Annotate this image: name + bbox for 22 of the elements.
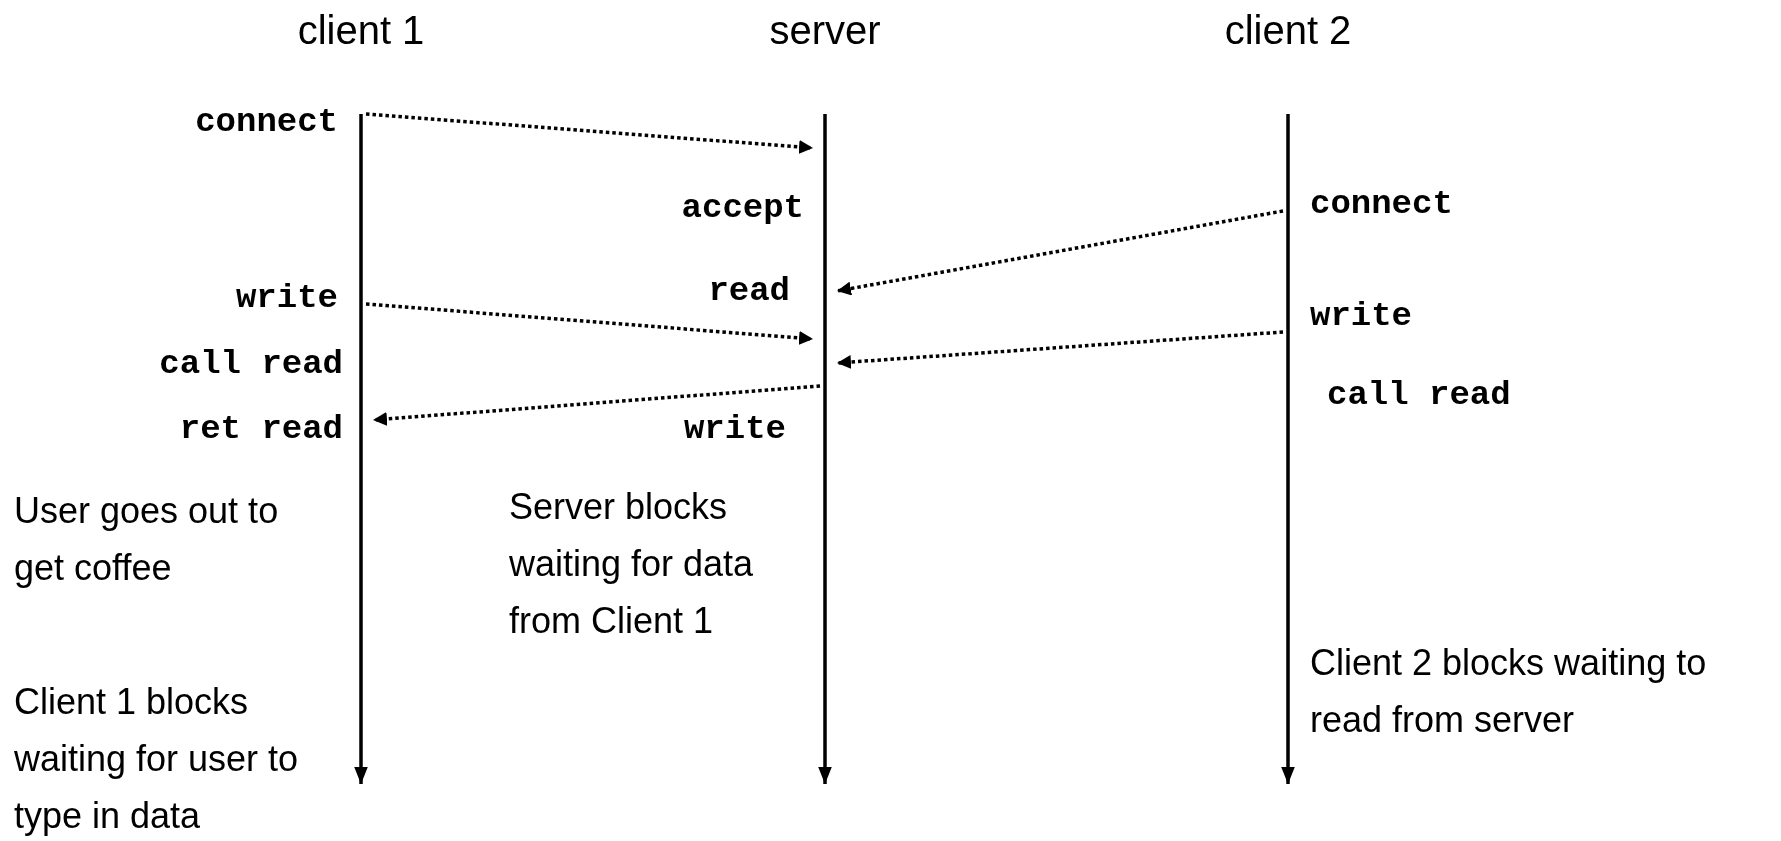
lifeline-label: client 1	[296, 8, 426, 53]
event-label: accept	[681, 188, 804, 228]
event-label: connect	[195, 102, 338, 142]
message-arrow	[836, 209, 1284, 296]
event-label: connect	[1310, 184, 1453, 224]
event-label: write	[235, 278, 338, 318]
note-text: Client 2 blocks waiting to read from server	[1310, 641, 1708, 742]
event-label: ret read	[179, 409, 343, 449]
message-arrow	[365, 112, 814, 154]
lifeline-label: client 2	[1223, 8, 1353, 53]
message-arrow	[836, 330, 1284, 369]
note-text: Client 1 blocks waiting for user to type in data	[14, 680, 300, 838]
event-label: write	[683, 409, 786, 449]
event-label: write	[1310, 296, 1413, 336]
message-arrow	[372, 384, 821, 426]
lifeline-label: server	[768, 8, 882, 53]
note-text: User goes out to get coffee	[14, 489, 280, 590]
event-label: call read	[1327, 375, 1511, 415]
event-label: read	[708, 271, 790, 311]
note-text: Server blocks waiting for data from Client 1	[509, 485, 755, 643]
message-arrow	[365, 302, 814, 345]
event-label: call read	[159, 344, 343, 384]
